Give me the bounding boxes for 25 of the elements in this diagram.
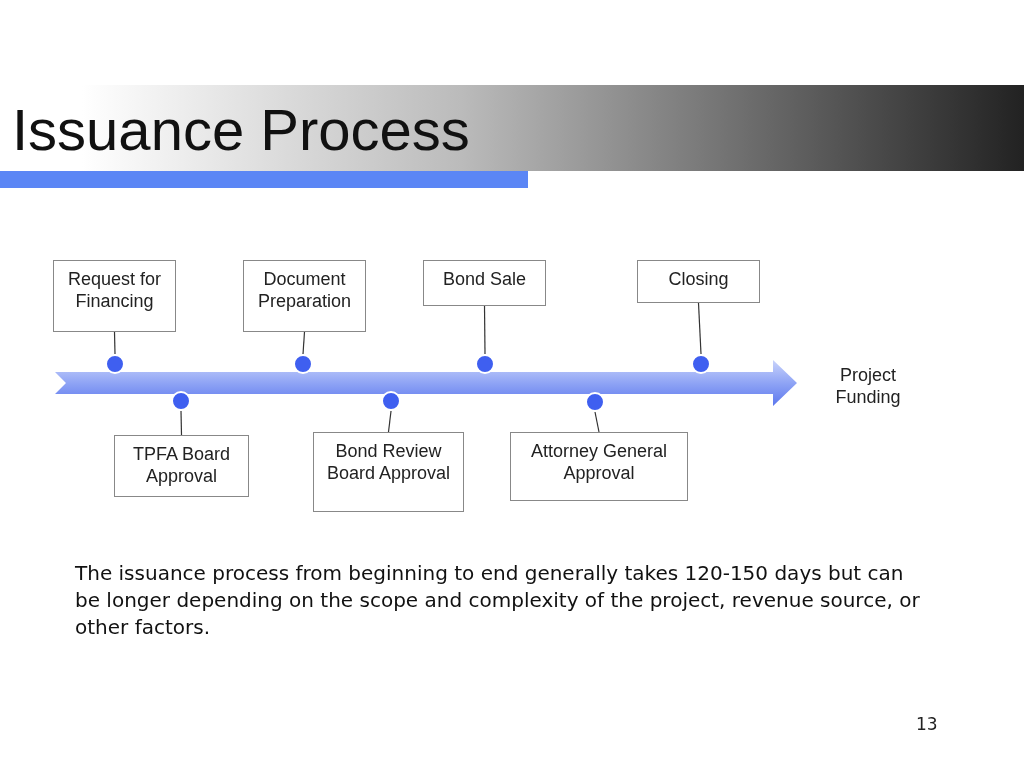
step-box: Request for Financing: [53, 260, 176, 332]
step-box: Document Preparation: [243, 260, 366, 332]
leader-line: [302, 331, 306, 355]
milestone-dot: [293, 354, 313, 374]
step-box: Closing: [637, 260, 760, 303]
milestone-dot: [691, 354, 711, 374]
end-label: Project Funding: [834, 364, 902, 408]
step-box: Attorney General Approval: [510, 432, 688, 501]
leader-line: [387, 410, 392, 433]
milestone-dot: [105, 354, 125, 374]
milestone-dot: [381, 391, 401, 411]
step-box: Bond Sale: [423, 260, 546, 306]
leader-line: [113, 331, 116, 355]
slide-title: Issuance Process: [12, 96, 470, 163]
milestone-dot: [585, 392, 605, 412]
milestone-dot: [475, 354, 495, 374]
step-box: Bond Review Board Approval: [313, 432, 464, 512]
milestone-dot: [171, 391, 191, 411]
page-number: 13: [916, 714, 938, 734]
leader-line: [594, 411, 600, 433]
step-box: TPFA Board Approval: [114, 435, 249, 497]
leader-line: [483, 305, 486, 355]
leader-line: [180, 410, 183, 436]
description-text: The issuance process from beginning to end generally takes 120-150 days but can be longer depending on the scope and complexity of the project, revenue source, or other factors.: [75, 560, 921, 641]
leader-line: [697, 302, 702, 355]
